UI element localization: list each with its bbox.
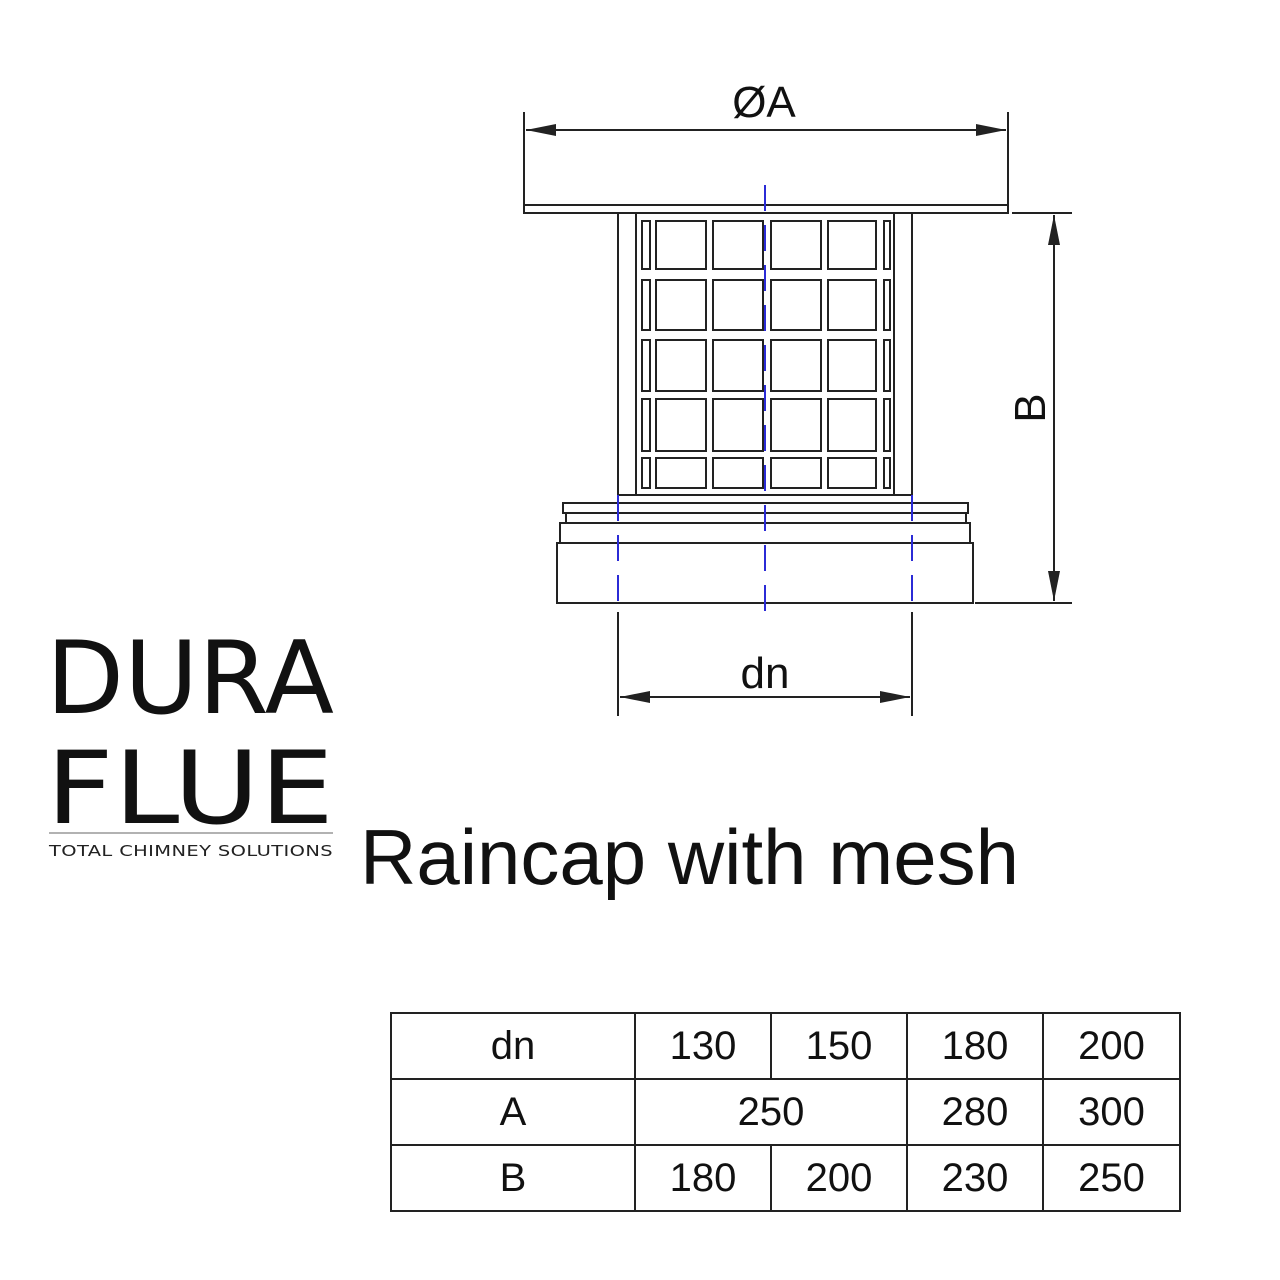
product-title: Raincap with mesh	[360, 813, 1019, 901]
mesh-cell	[883, 279, 891, 331]
mesh-cell	[883, 339, 891, 392]
height-b-label: B	[1006, 393, 1055, 422]
dimension-diameter-a	[523, 112, 1009, 205]
mesh-cell	[827, 220, 877, 270]
table-cell: 200	[1042, 1012, 1181, 1080]
mesh-cell	[827, 457, 877, 489]
row-label: B	[390, 1144, 636, 1212]
table-cell: 180	[906, 1012, 1044, 1080]
table-cell: 300	[1042, 1078, 1181, 1146]
table-cell: 150	[770, 1012, 908, 1080]
logo-line-1: DURA	[46, 619, 334, 737]
mesh-cell	[770, 398, 822, 452]
mesh-cell	[712, 457, 764, 489]
mesh-cell	[712, 220, 764, 270]
table-cell: 230	[906, 1144, 1044, 1212]
row-label: dn	[390, 1012, 636, 1080]
mesh-cell	[655, 279, 707, 331]
duraflue-logo: DURA FLUE TOTAL CHIMNEY SOLUTIONS	[46, 619, 334, 860]
table-cell: 250	[1042, 1144, 1181, 1212]
mesh-cell	[712, 339, 764, 392]
mesh-cell	[712, 279, 764, 331]
mesh-cell	[827, 398, 877, 452]
mesh-cell	[641, 339, 651, 392]
mesh-cell	[641, 279, 651, 331]
mesh-cell	[655, 339, 707, 392]
mesh-cell	[827, 279, 877, 331]
mesh-cell	[883, 220, 891, 270]
table-cell: 200	[770, 1144, 908, 1212]
table-cell: 130	[634, 1012, 772, 1080]
mesh-grid	[641, 220, 891, 489]
mesh-cell	[641, 220, 651, 270]
logo-line-2: FLUE	[46, 729, 334, 847]
centerlines	[617, 185, 913, 620]
diameter-a-label: ØA	[732, 78, 796, 127]
mesh-cell	[655, 220, 707, 270]
mesh-cell	[827, 339, 877, 392]
dimension-height-b	[975, 212, 1072, 604]
dimension-nominal-dn	[617, 612, 913, 716]
mesh-cell	[883, 457, 891, 489]
mesh-cell	[770, 279, 822, 331]
table-cell: 280	[906, 1078, 1044, 1146]
mesh-cell	[655, 398, 707, 452]
row-label: A	[390, 1078, 636, 1146]
mesh-cell	[641, 398, 651, 452]
table-cell: 180	[634, 1144, 772, 1212]
mesh-cell	[641, 457, 651, 489]
table-cell: 250	[634, 1078, 908, 1146]
mesh-cell	[883, 398, 891, 452]
mesh-cell	[770, 457, 822, 489]
nominal-dn-label: dn	[741, 649, 790, 698]
logo-tagline: TOTAL CHIMNEY SOLUTIONS	[48, 842, 333, 860]
mesh-cell	[712, 398, 764, 452]
mesh-cell	[655, 457, 707, 489]
mesh-body	[617, 212, 913, 496]
mesh-cell	[770, 339, 822, 392]
mesh-cell	[770, 220, 822, 270]
